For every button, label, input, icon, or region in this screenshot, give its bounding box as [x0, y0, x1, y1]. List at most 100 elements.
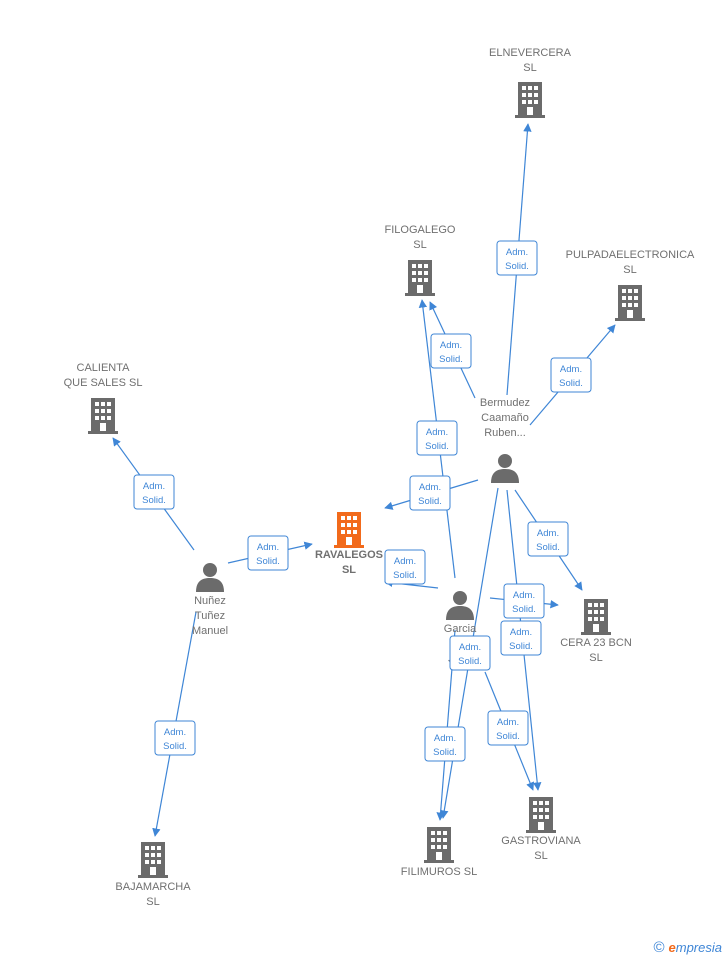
brand-rest: mpresia: [675, 940, 722, 955]
node-bajamarcha[interactable]: BAJAMARCHA SL: [115, 842, 191, 908]
role-label-bermudez-elnevercera[interactable]: Adm.Solid.: [496, 240, 538, 276]
main-company-building-icon: [334, 512, 364, 548]
node-label-ravalegos: SL: [342, 564, 356, 576]
node-label-bajamarcha: SL: [146, 896, 159, 908]
node-label-filogalego: FILOGALEGO: [385, 224, 456, 236]
role-label-nunez-bajamarcha[interactable]: Adm. Solid.: [154, 720, 196, 756]
role-label-box: [133, 474, 175, 510]
role-label-box: [424, 726, 466, 762]
copyright-symbol: ©: [653, 939, 665, 956]
role-label-text: Adm.: [257, 542, 279, 553]
building-icon: [424, 827, 454, 863]
role-label-garcia-cera23[interactable]: Adm. Solid.: [503, 583, 545, 619]
node-label-pulpadaelectronica: SL: [623, 264, 636, 276]
role-label-text: Adm.: [440, 340, 462, 351]
role-label-garcia-filogalego[interactable]: Adm. Solid.: [416, 420, 458, 456]
role-label-text: Solid.: [509, 641, 533, 652]
role-label-text: Adm.: [164, 727, 186, 738]
role-label-text: Solid.: [425, 441, 449, 452]
node-label-elnevercera: SL: [523, 62, 536, 74]
building-icon: [526, 797, 556, 833]
role-label-box: [430, 333, 472, 369]
node-label-bajamarcha: BAJAMARCHA: [115, 881, 191, 893]
node-cera23[interactable]: CERA 23 BCN SL: [560, 599, 632, 664]
role-label-bermudez-cera23[interactable]: Adm.Solid.: [527, 521, 569, 557]
person-icon: [446, 591, 474, 620]
role-label-text: Solid.: [256, 556, 280, 567]
role-label-text: Solid.: [418, 496, 442, 507]
role-label-box: [550, 357, 592, 393]
building-icon: [581, 599, 611, 635]
role-label-bermudez-filimuros[interactable]: Adm. Solid.: [424, 726, 466, 762]
building-icon: [88, 398, 118, 434]
roles-layer: Adm. Solid. Adm. Solid. Adm. Solid. Adm. Solid.…: [133, 240, 592, 762]
node-label-nunez: Tuñez: [195, 610, 225, 622]
role-label-text: Adm.: [560, 364, 582, 375]
role-label-nunez-calienta[interactable]: Adm. Solid.: [133, 474, 175, 510]
node-bermudez[interactable]: BermudezCaamañoRuben...: [480, 397, 530, 483]
node-calienta[interactable]: CALIENTA QUE SALES SL: [64, 362, 143, 434]
person-icon: [196, 563, 224, 592]
role-label-text: Solid.: [496, 731, 520, 742]
role-label-bermudez-pulpadaelectronica[interactable]: Adm. Solid.: [550, 357, 592, 393]
role-label-text: Adm.: [459, 642, 481, 653]
node-label-calienta: CALIENTA: [77, 362, 131, 374]
node-label-bermudez: Bermudez: [480, 397, 530, 409]
role-label-garcia-filimuros[interactable]: Adm.Solid.: [449, 635, 491, 671]
role-label-text: Solid.: [559, 378, 583, 389]
role-label-box: [409, 475, 451, 511]
role-label-box: [247, 535, 289, 571]
brand-name: empresia: [669, 940, 722, 955]
node-filogalego[interactable]: FILOGALEGO SL: [385, 224, 456, 296]
building-icon: [515, 82, 545, 118]
node-pulpadaelectronica[interactable]: PULPADAELECTRONICA SL: [566, 249, 695, 321]
role-label-text: Solid.: [439, 354, 463, 365]
role-label-text: Adm.: [434, 733, 456, 744]
node-gastroviana[interactable]: GASTROVIANA SL: [501, 797, 581, 862]
role-label-text: Solid.: [142, 495, 166, 506]
role-label-text: Adm.: [506, 247, 528, 258]
role-label-text: Solid.: [536, 542, 560, 553]
role-label-text: Solid.: [393, 570, 417, 581]
role-label-text: Adm.: [513, 590, 535, 601]
brand-initial: e: [668, 940, 676, 955]
role-label-box: [384, 549, 426, 585]
role-label-bermudez-ravalegos[interactable]: Adm.Solid.: [409, 475, 451, 511]
role-label-text: Solid.: [512, 604, 536, 615]
role-label-text: Adm.: [426, 427, 448, 438]
role-label-garcia-gastroviana[interactable]: Adm. Solid.: [487, 710, 529, 746]
role-label-garcia-ravalegos[interactable]: Adm. Solid.: [384, 549, 426, 585]
nodes-layer: ELNEVERCERASLFILOGALEGOSLPULPADAELECTRON…: [64, 47, 695, 908]
role-label-text: Solid.: [433, 747, 457, 758]
node-label-bermudez: Ruben...: [484, 427, 526, 439]
node-label-gastroviana: SL: [534, 850, 547, 862]
role-label-box: [416, 420, 458, 456]
building-icon: [405, 260, 435, 296]
role-label-box: [487, 710, 529, 746]
role-label-box: [500, 620, 542, 656]
role-label-box: [449, 635, 491, 671]
node-label-calienta: QUE SALES SL: [64, 377, 143, 389]
node-label-pulpadaelectronica: PULPADAELECTRONICA: [566, 249, 695, 261]
person-icon: [491, 454, 519, 483]
node-filimuros[interactable]: FILIMUROS SL: [401, 827, 477, 878]
building-icon: [138, 842, 168, 878]
role-label-bermudez-filogalego[interactable]: Adm. Solid.: [430, 333, 472, 369]
role-label-nunez-ravalegos[interactable]: Adm. Solid.: [247, 535, 289, 571]
role-label-box: [154, 720, 196, 756]
role-label-text: Adm.: [143, 481, 165, 492]
role-label-text: Solid.: [163, 741, 187, 752]
node-label-cera23: SL: [589, 652, 602, 664]
building-icon: [615, 285, 645, 321]
node-label-filogalego: SL: [413, 239, 426, 251]
role-label-bermudez-gastroviana[interactable]: Adm.Solid.: [500, 620, 542, 656]
role-label-text: Adm.: [497, 717, 519, 728]
node-label-filimuros: FILIMUROS SL: [401, 866, 477, 878]
node-label-gastroviana: GASTROVIANA: [501, 835, 581, 847]
role-label-text: Adm.: [394, 556, 416, 567]
node-label-cera23: CERA 23 BCN: [560, 637, 632, 649]
